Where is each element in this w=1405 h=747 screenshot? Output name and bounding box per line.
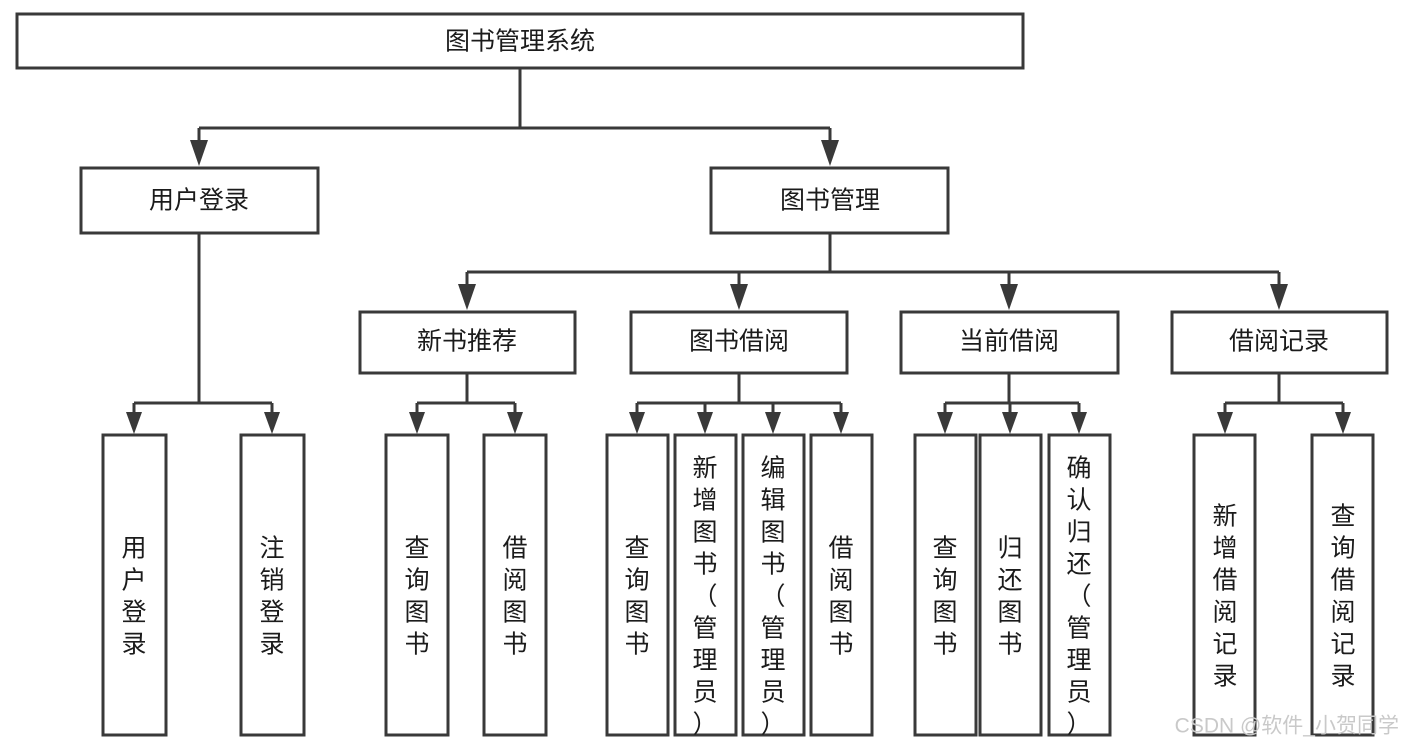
node-book-management-box[interactable] bbox=[709, 166, 950, 235]
arrowhead-leaf-user-login bbox=[126, 412, 142, 434]
leaf-logout-label: 注销登录 bbox=[259, 535, 284, 659]
leaf-add-book-admin-label: 新增图书（管理员） bbox=[692, 455, 717, 739]
node-current-borrowing-box[interactable] bbox=[899, 310, 1120, 375]
leaf-logout-box[interactable] bbox=[239, 433, 306, 737]
edges-current-borrowing-to-leaves bbox=[937, 373, 1087, 434]
node-user-login-label: 用户登录 bbox=[149, 187, 249, 215]
node-new-book-recommendation-label: 新书推荐 bbox=[417, 328, 517, 356]
arrowhead-leaf-add-book-admin bbox=[697, 412, 713, 434]
leaf-borrow-books-box[interactable] bbox=[809, 433, 874, 737]
leaf-borrow-books[interactable]: 借阅图书 bbox=[809, 433, 874, 737]
leaf-logout[interactable]: 注销登录 bbox=[239, 433, 306, 737]
node-borrow-records-label: 借阅记录 bbox=[1229, 328, 1329, 356]
node-user-login-box[interactable] bbox=[79, 166, 320, 235]
arrowhead-new-book-recommendation bbox=[458, 284, 476, 310]
leaf-query-books-current-box[interactable] bbox=[913, 433, 978, 737]
arrowhead-leaf-query-books-borrowing bbox=[629, 412, 645, 434]
node-user-login[interactable]: 用户登录 bbox=[79, 166, 320, 235]
leaf-user-login-label: 用户登录 bbox=[121, 535, 146, 659]
leaf-return-books-box[interactable] bbox=[978, 433, 1043, 737]
leaf-query-books-recommendation[interactable]: 查询图书 bbox=[384, 433, 450, 737]
arrowhead-leaf-borrow-books-recommendation bbox=[507, 412, 523, 434]
edges-borrow-records-to-leaves bbox=[1217, 373, 1351, 434]
leaf-edit-book-admin-box[interactable] bbox=[741, 433, 806, 737]
arrowhead-book-management bbox=[821, 140, 839, 166]
leaf-borrow-books-recommendation[interactable]: 借阅图书 bbox=[482, 433, 548, 737]
leaf-return-books[interactable]: 归还图书 bbox=[978, 433, 1043, 737]
csdn-watermark: CSDN @软件_小贺同学 bbox=[1175, 715, 1399, 738]
leaf-edit-book-admin-label: 编辑图书（管理员） bbox=[760, 455, 785, 739]
leaf-query-books-current-label: 查询图书 bbox=[932, 535, 957, 659]
node-book-management-label: 图书管理 bbox=[780, 187, 880, 215]
node-borrow-records[interactable]: 借阅记录 bbox=[1170, 310, 1389, 375]
node-current-borrowing-label: 当前借阅 bbox=[959, 328, 1059, 356]
leaf-borrow-books-recommendation-box[interactable] bbox=[482, 433, 548, 737]
leaf-return-books-label: 归还图书 bbox=[997, 535, 1022, 659]
arrowhead-leaf-query-books-recommendation bbox=[409, 412, 425, 434]
arrowhead-leaf-borrow-books bbox=[833, 412, 849, 434]
node-new-book-recommendation[interactable]: 新书推荐 bbox=[358, 310, 577, 375]
leaf-add-book-admin-box[interactable] bbox=[673, 433, 738, 737]
leaf-query-books-borrowing-box[interactable] bbox=[605, 433, 670, 737]
leaf-borrow-books-recommendation-label: 借阅图书 bbox=[502, 535, 527, 659]
arrowhead-borrow-records bbox=[1270, 284, 1288, 310]
leaf-add-book-admin[interactable]: 新增图书（管理员） bbox=[673, 433, 738, 739]
leaf-query-borrow-record-box[interactable] bbox=[1310, 433, 1375, 737]
arrowhead-leaf-query-books-current bbox=[937, 412, 953, 434]
arrowhead-leaf-add-borrow-record bbox=[1217, 412, 1233, 434]
arrowhead-leaf-query-borrow-record bbox=[1335, 412, 1351, 434]
node-new-book-recommendation-box[interactable] bbox=[358, 310, 577, 375]
leaf-borrow-books-label: 借阅图书 bbox=[828, 535, 853, 659]
node-book-borrowing-box[interactable] bbox=[629, 310, 849, 375]
leaf-add-borrow-record[interactable]: 新增借阅记录 bbox=[1192, 433, 1257, 737]
leaf-query-books-borrowing-label: 查询图书 bbox=[624, 535, 649, 659]
edges-book-management-to-level3 bbox=[458, 233, 1288, 310]
leaf-query-books-recommendation-label: 查询图书 bbox=[404, 535, 429, 659]
leaf-confirm-return-admin-box[interactable] bbox=[1047, 433, 1112, 737]
node-current-borrowing[interactable]: 当前借阅 bbox=[899, 310, 1120, 375]
leaf-query-books-recommendation-box[interactable] bbox=[384, 433, 450, 737]
leaf-add-borrow-record-label: 新增借阅记录 bbox=[1212, 503, 1237, 691]
leaf-query-books-borrowing[interactable]: 查询图书 bbox=[605, 433, 670, 737]
arrowhead-current-borrowing bbox=[1000, 284, 1018, 310]
edges-new-book-to-leaves bbox=[409, 373, 523, 434]
node-borrow-records-box[interactable] bbox=[1170, 310, 1389, 375]
node-root-library-management-system[interactable]: 图书管理系统 bbox=[15, 12, 1025, 70]
leaf-query-borrow-record[interactable]: 查询借阅记录 bbox=[1310, 433, 1375, 737]
leaf-confirm-return-admin-label: 确认归还（管理员） bbox=[1066, 455, 1091, 739]
node-root-box[interactable] bbox=[15, 12, 1025, 70]
leaf-query-books-current[interactable]: 查询图书 bbox=[913, 433, 978, 737]
node-book-borrowing-label: 图书借阅 bbox=[689, 328, 789, 356]
leaf-edit-book-admin[interactable]: 编辑图书（管理员） bbox=[741, 433, 806, 739]
leaf-add-borrow-record-box[interactable] bbox=[1192, 433, 1257, 737]
node-root-label: 图书管理系统 bbox=[445, 28, 595, 56]
edges-root-to-level2 bbox=[190, 68, 839, 166]
edges-book-borrowing-to-leaves bbox=[629, 373, 849, 434]
leaf-confirm-return-admin[interactable]: 确认归还（管理员） bbox=[1047, 433, 1112, 739]
node-book-borrowing[interactable]: 图书借阅 bbox=[629, 310, 849, 375]
arrowhead-leaf-return-books bbox=[1002, 412, 1018, 434]
arrowhead-leaf-confirm-return-admin bbox=[1071, 412, 1087, 434]
leaf-user-login[interactable]: 用户登录 bbox=[101, 433, 168, 737]
arrowhead-user-login bbox=[190, 140, 208, 166]
arrowhead-leaf-edit-book-admin bbox=[765, 412, 781, 434]
arrowhead-leaf-logout bbox=[264, 412, 280, 434]
arrowhead-book-borrowing bbox=[730, 284, 748, 310]
edges-user-login-to-leaves bbox=[126, 233, 280, 434]
leaf-query-borrow-record-label: 查询借阅记录 bbox=[1330, 503, 1355, 691]
leaf-user-login-box[interactable] bbox=[101, 433, 168, 737]
node-book-management[interactable]: 图书管理 bbox=[709, 166, 950, 235]
